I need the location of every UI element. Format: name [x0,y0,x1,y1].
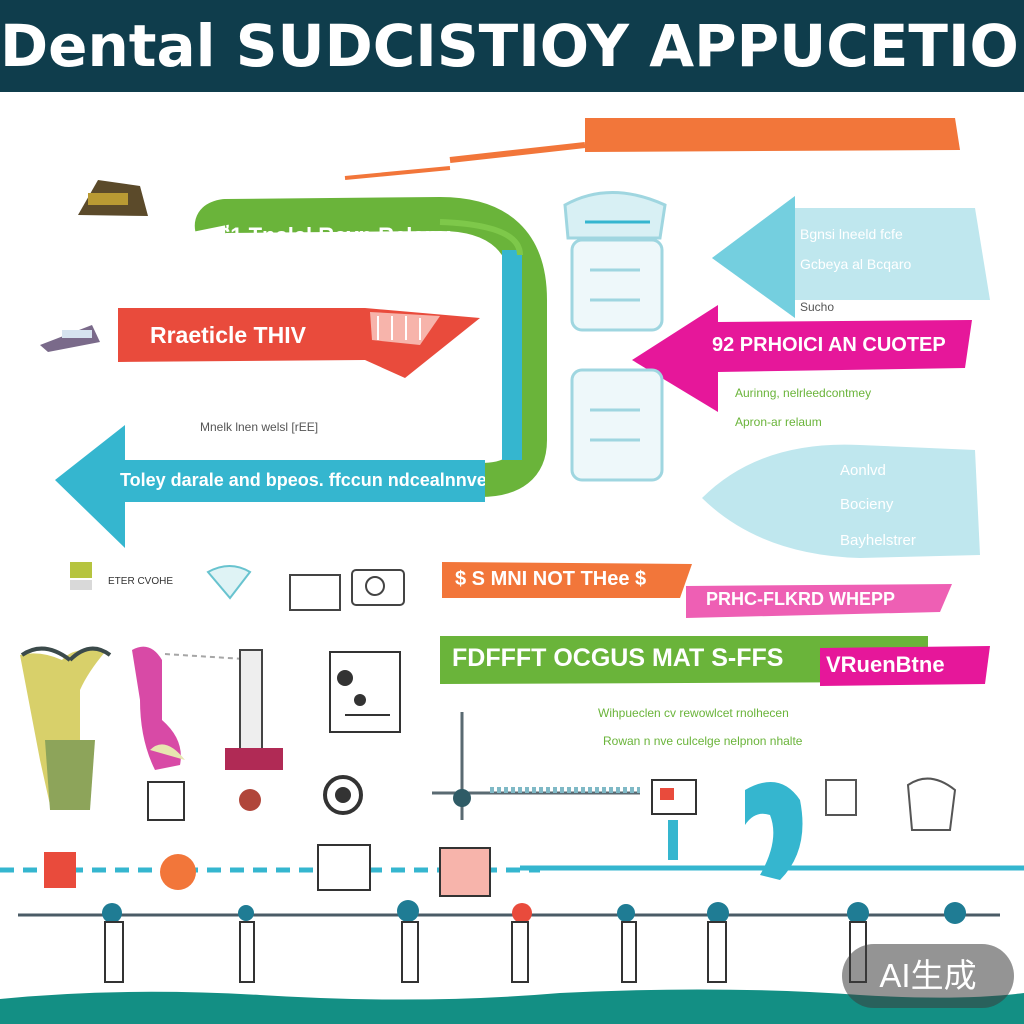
green-note2: Rowan n nve culcelge nelpnon nhalte [603,734,803,748]
pink-banner-2-label: VRuenBtne [826,652,945,677]
tooth-illustration [20,646,112,810]
magenta-arrow [632,305,972,412]
green-note1: Wihpueclen cv rewowlcet rnolhecen [598,706,789,720]
header-bar: Dental SUDCISTIOY APPUCETION [0,0,1024,92]
mid-note: Mnelk lnen welsl [rEE] [200,420,319,434]
right-top-line2: Gcbeya al Bcqaro [800,256,912,272]
brush-icon [40,325,100,352]
right-top-line1: Bgnsi lneeld fcfe [800,226,903,242]
step2-label: 92 PRHOICI AN CUOTEP [712,334,946,356]
bottom-wave [0,989,1024,1024]
radio-device-illustration [147,651,401,821]
step2-note1: Aurinng, nelrleedcontmey [735,386,872,400]
step3-label: $ S MNI NOT THee $ [455,568,647,590]
magenta-tooth-illustration [132,646,261,770]
ai-generated-badge: AI生成 [842,944,1014,1008]
pink-banner [686,584,952,618]
page-title: Dental SUDCISTIOY APPUCETION [0,12,1024,80]
right-card-line2: Bocieny [840,496,894,513]
green-banner-label: FDFFFT OCGUS MAT S-FFS [452,644,784,672]
toothbrush-stand-illustration [225,649,283,811]
practicle-label: Rraeticle THIV [150,322,306,348]
right-card-line1: Aonlvd [840,462,886,479]
blue-arrow-label: Toley darale and bpeos. ffccun ndcealnnv… [120,470,485,490]
timeline [0,820,1024,983]
instrument-line [432,712,697,820]
scaler-tool-icon [78,180,148,216]
appliance-sketch-column [563,191,667,482]
teal-left-arrow [55,425,485,548]
orange-banner [442,562,692,598]
pale-teal-card [702,444,980,558]
green-u-arrow [120,197,547,497]
pink-banner-2 [820,646,990,686]
right-top-line3: Sucho [800,300,835,314]
teal-mouth-illustration [745,777,957,880]
red-practicle-arrow [118,308,480,378]
green-banner [440,636,928,684]
step1-label: $1 Tnslel Reyn Relany [218,223,451,248]
pale-teal-arrow [712,196,990,318]
step2-note2: Apron-ar relaum [735,415,822,429]
right-card-line3: Bayhelstrer [840,532,916,549]
pink-banner-label: PRHC-FLKRD WHEPP [706,589,895,609]
orange-top-stroke [344,118,960,180]
small-card-label: ETER CVOHE [108,576,174,587]
small-icon-row [70,562,405,611]
